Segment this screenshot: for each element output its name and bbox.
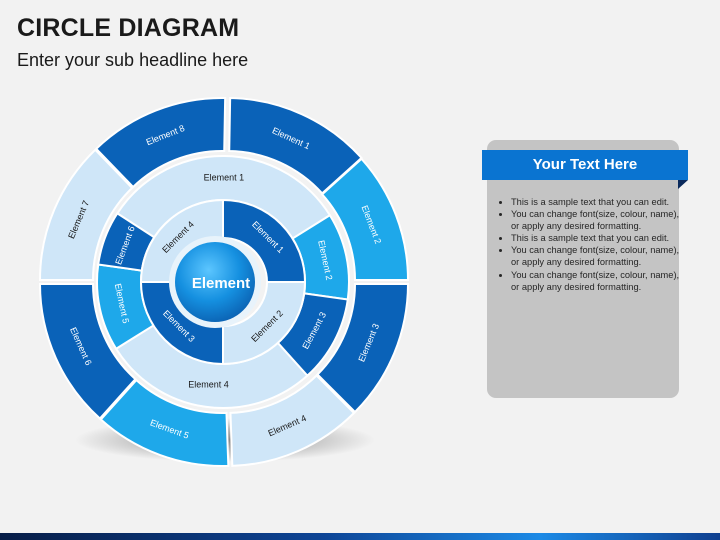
outer-segment[interactable] — [94, 97, 227, 189]
center-circle[interactable] — [175, 242, 255, 322]
inner-segment[interactable] — [222, 198, 307, 283]
slide-subtitle: Enter your sub headline here — [17, 50, 249, 70]
panel-header-fold — [678, 180, 688, 189]
slide-title: CIRCLE DIAGRAM — [17, 14, 240, 42]
bullet-item: You can change font(size, colour, name),… — [511, 269, 689, 293]
outer-segment[interactable] — [229, 374, 356, 467]
center-label: Element — [192, 275, 250, 292]
outer-segment[interactable] — [316, 283, 410, 414]
bullet-item: This is a sample text that you can edit. — [511, 232, 689, 244]
text-panel-bullets: This is a sample text that you can edit.… — [497, 196, 689, 293]
inner-segment[interactable] — [222, 281, 307, 366]
bullet-item: This is a sample text that you can edit. — [511, 196, 689, 208]
outer-segment[interactable] — [38, 283, 137, 420]
middle-label: Element 4 — [188, 379, 229, 389]
middle-label: Element 1 — [204, 172, 245, 182]
text-panel-header: Your Text Here — [482, 150, 688, 180]
footer-bar — [0, 533, 720, 540]
bullet-item: You can change font(size, colour, name),… — [511, 208, 689, 232]
bullet-item: You can change font(size, colour, name),… — [511, 244, 689, 268]
text-panel — [487, 140, 679, 398]
outer-segment[interactable] — [99, 378, 230, 467]
center-hub: Element — [169, 236, 261, 328]
outer-segment[interactable] — [320, 157, 410, 281]
outer-segment[interactable] — [38, 148, 134, 281]
